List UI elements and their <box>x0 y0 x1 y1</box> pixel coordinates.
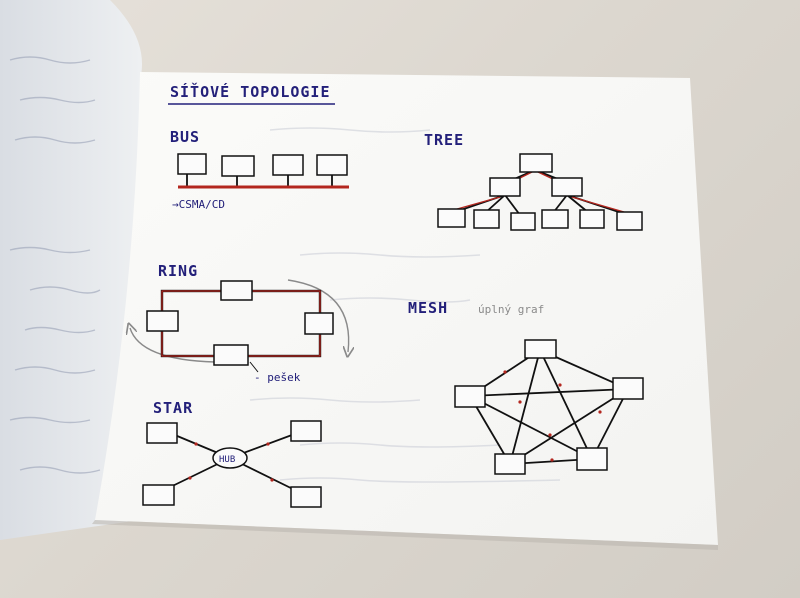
mesh-diagram <box>454 339 644 475</box>
ring-node-top <box>220 280 253 301</box>
ring-label: RING <box>158 262 198 280</box>
bleed-through <box>249 127 561 483</box>
mesh-note: úplný graf <box>478 303 544 316</box>
tree-leaf-node-2 <box>473 209 500 229</box>
tree-root-node <box>519 153 553 173</box>
ring-node-left <box>146 310 179 332</box>
bus-node-1 <box>177 153 207 175</box>
ring-arrow-left <box>130 328 216 363</box>
tree-leaf-node-5 <box>579 209 605 229</box>
tree-branch-node-right <box>551 177 583 197</box>
ring-diagram <box>130 279 349 373</box>
mesh-node-right <box>612 377 644 400</box>
star-diagram <box>142 420 322 508</box>
tree-diagram <box>437 153 643 231</box>
mesh-node-bottom-right <box>576 447 608 471</box>
mesh-node-bottom-left <box>494 453 526 475</box>
mesh-node-top <box>524 339 557 359</box>
ring-node-bottom <box>213 344 249 366</box>
left-page <box>0 0 142 540</box>
bus-diagram <box>177 153 349 189</box>
star-hub-label: HUB <box>219 455 235 465</box>
bus-node-3 <box>272 154 304 176</box>
page-shadow-edge <box>92 520 718 550</box>
bus-label: BUS <box>170 128 200 146</box>
mesh-node-left <box>454 385 486 408</box>
bus-node-2 <box>221 155 255 177</box>
ring-note: - pešek <box>254 371 301 384</box>
star-node-bottom-right <box>290 486 322 508</box>
star-label: STAR <box>153 399 193 417</box>
bus-node-4 <box>316 154 348 176</box>
page-title: SÍŤOVÉ TOPOLOGIE <box>170 82 331 101</box>
tree-leaf-node-4 <box>541 209 569 229</box>
tree-leaf-node-6 <box>616 211 643 231</box>
star-node-bottom-left <box>142 484 175 506</box>
mesh-label: MESH <box>408 299 448 317</box>
tree-label: TREE <box>424 131 464 149</box>
bus-note: →CSMA/CD <box>172 198 225 211</box>
ring-arrow-right <box>287 279 349 352</box>
star-hub <box>212 447 248 469</box>
tree-leaf-node-3 <box>510 212 536 231</box>
ring-node-right <box>304 312 334 335</box>
tree-leaf-node-1 <box>437 208 466 228</box>
star-node-top-right <box>290 420 322 442</box>
star-node-top-left <box>146 422 178 444</box>
left-page-writing <box>9 56 101 474</box>
tree-branch-node-left <box>489 177 521 197</box>
